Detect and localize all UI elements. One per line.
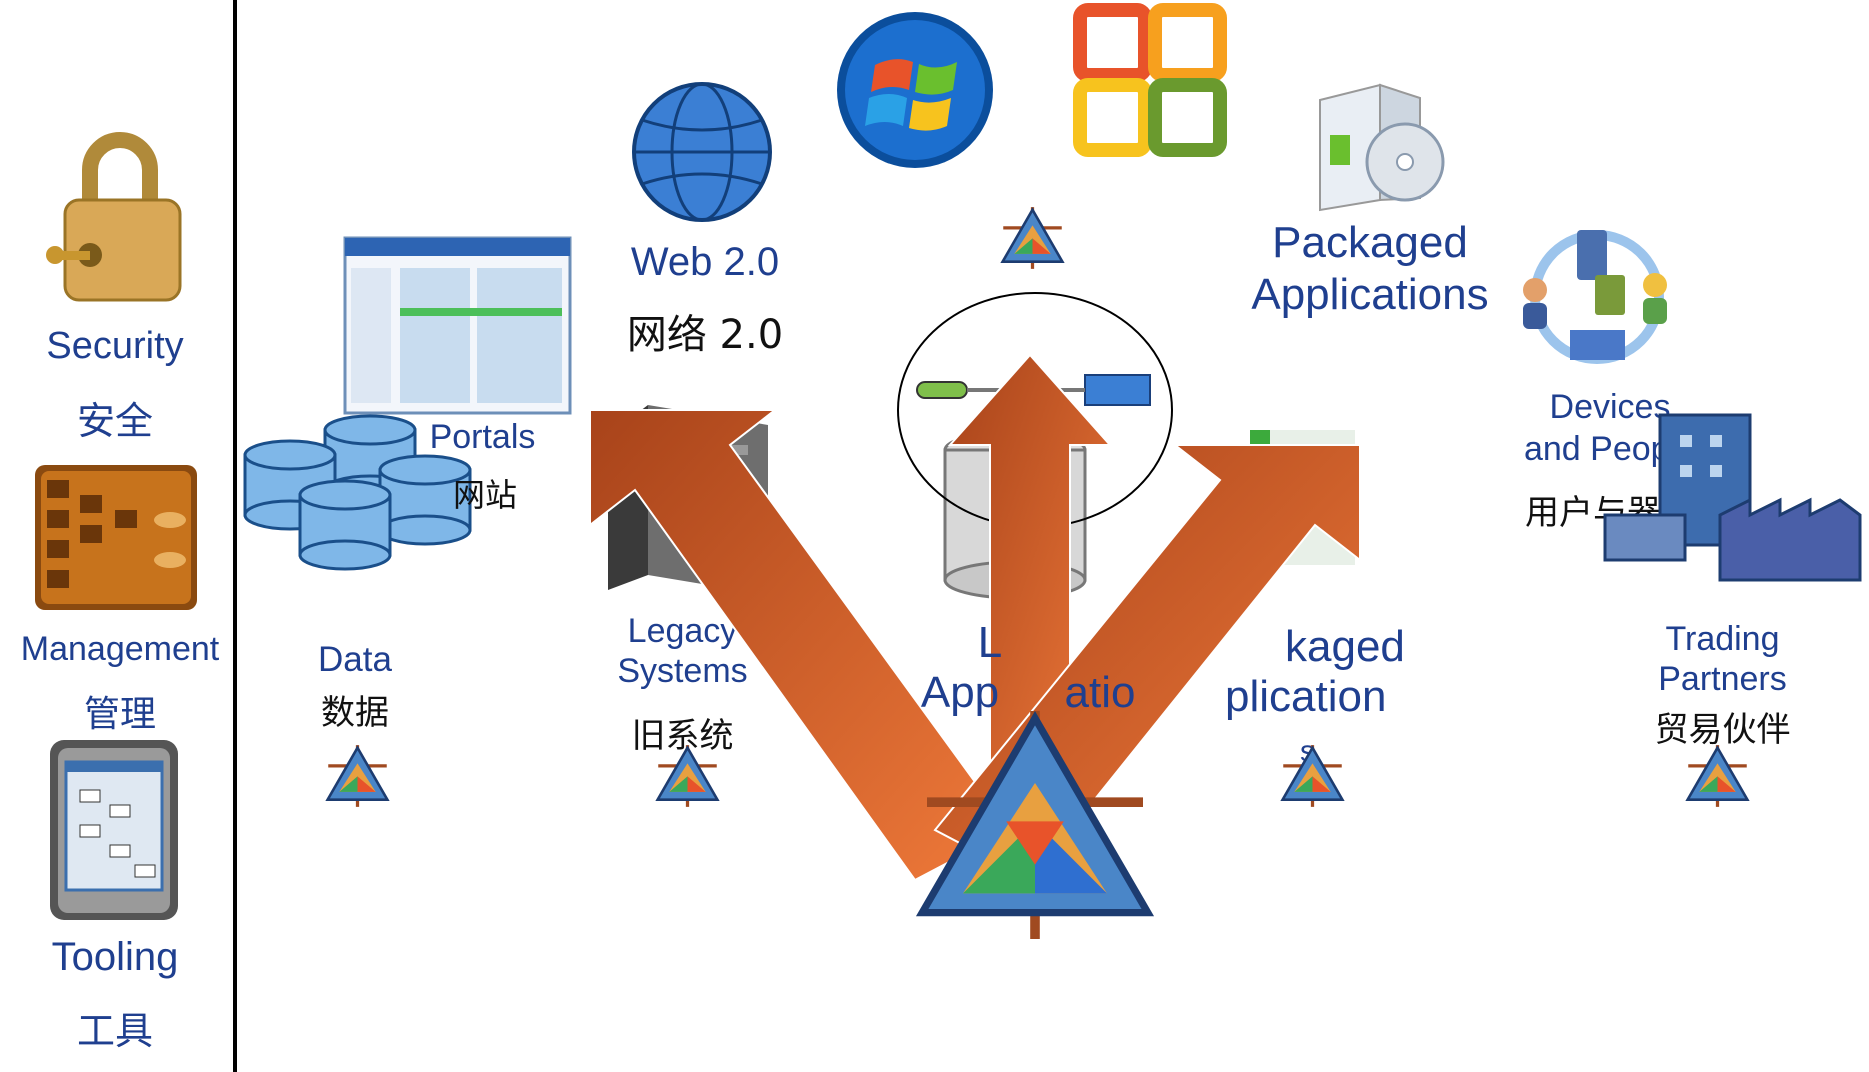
tooling-label: Tooling	[51, 935, 179, 979]
management-icon	[35, 465, 197, 610]
triangle-logo-icon	[655, 745, 720, 807]
globe-icon	[632, 82, 772, 222]
central-triangle-logo-icon	[915, 711, 1155, 939]
software-box-icon	[1319, 83, 1445, 212]
database-icon	[243, 414, 472, 571]
legacy-label-1: Legacy	[627, 612, 738, 650]
tooling-label-cn: 工具	[76, 1009, 153, 1053]
arrow-left	[589, 409, 1012, 882]
packaged-top-label-1: Packaged	[1272, 218, 1468, 267]
triangle-logo-icon	[325, 745, 390, 807]
trading-label-cn: 贸易伙伴	[1654, 710, 1791, 750]
windows-logo-icon	[837, 12, 993, 168]
data-label: Data	[318, 640, 392, 679]
devices-label-1: Devices	[1549, 388, 1671, 426]
sidebar-divider	[233, 0, 237, 1072]
packaged-mid-label-1: kaged	[1285, 622, 1405, 671]
portals-label: Portals	[429, 418, 536, 456]
portals-label-cn: 网站	[452, 476, 517, 514]
trading-label-1: Trading	[1665, 620, 1780, 658]
security-label-cn: 安全	[76, 399, 153, 443]
tooling-icon	[50, 740, 178, 920]
triangle-logo-icon	[1000, 207, 1065, 269]
padlock-icon	[46, 132, 182, 302]
management-label: Management	[20, 630, 220, 668]
web-label-cn: 网络 2.0	[626, 312, 784, 358]
legacy-label-cn: 旧系统	[631, 716, 734, 756]
lob-label-3: atio	[1064, 668, 1136, 717]
legacy-label-2: Systems	[617, 652, 748, 690]
triangle-logo-icon	[1685, 745, 1750, 807]
trading-label-2: Partners	[1658, 660, 1787, 698]
packaged-mid-label-2: plication	[1225, 672, 1387, 721]
lob-label-1: L	[977, 618, 1003, 667]
buildings-icon	[1603, 413, 1862, 582]
data-label-cn: 数据	[321, 693, 389, 733]
packaged-top-label-2: Applications	[1251, 270, 1489, 319]
triangle-logo-icon	[1280, 745, 1345, 807]
lob-label-2: App	[920, 668, 1000, 717]
security-label: Security	[46, 325, 184, 367]
portal-window-icon	[343, 236, 572, 415]
office-logo-icon	[1073, 3, 1227, 157]
devices-people-icon	[1523, 230, 1667, 364]
web-label: Web 2.0	[630, 240, 780, 284]
management-label-cn: 管理	[83, 694, 156, 735]
